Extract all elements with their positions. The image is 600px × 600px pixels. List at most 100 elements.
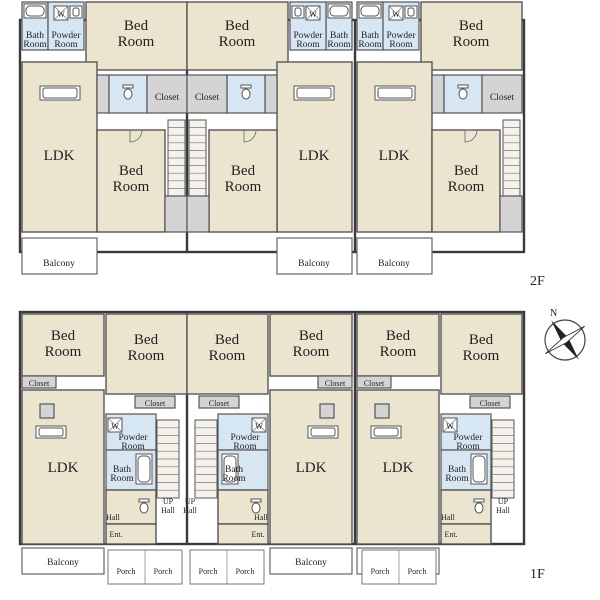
closet-lower bbox=[164, 195, 188, 233]
porch-label: Porch bbox=[236, 567, 255, 576]
kitchen-sink-icon bbox=[39, 85, 81, 101]
closet-right bbox=[134, 395, 176, 409]
washer-label: W bbox=[255, 422, 263, 431]
ldk bbox=[356, 389, 440, 545]
ldk-label: LDK bbox=[383, 460, 414, 476]
toilet-tank bbox=[250, 498, 262, 503]
storage-icon bbox=[39, 403, 55, 419]
balcony-label: Balcony bbox=[295, 558, 327, 568]
toilet-room bbox=[226, 74, 266, 114]
closet-hall bbox=[186, 74, 228, 114]
closet-label: Closet bbox=[155, 93, 180, 103]
bath-room-label-line1: Bath bbox=[361, 31, 379, 41]
balcony bbox=[269, 547, 353, 575]
bedroom-right bbox=[186, 313, 269, 395]
bedroom-upper-label-line1: Bed bbox=[459, 18, 484, 34]
entrance bbox=[440, 523, 492, 545]
bathtub-basin bbox=[223, 455, 237, 483]
ldk-label: LDK bbox=[299, 148, 330, 164]
compass-north-label: N bbox=[550, 308, 557, 319]
sink-basin bbox=[407, 7, 415, 17]
storage-icon bbox=[374, 403, 390, 419]
bedroom-upper-label-line1: Bed bbox=[124, 18, 149, 34]
bathtub-icon bbox=[470, 453, 488, 485]
door-swing bbox=[129, 129, 143, 143]
stairs-down bbox=[188, 119, 207, 197]
washer-icon bbox=[107, 417, 123, 433]
unit-1f: BedRoomClosetBedRoomClosetLDKWPowderRoom… bbox=[356, 313, 523, 575]
ldk bbox=[21, 389, 105, 545]
unit-1f: BedRoomClosetBedRoomClosetLDKWPowderRoom… bbox=[21, 313, 188, 575]
up-hall-label-line2: Hall bbox=[183, 506, 198, 515]
entrance-label: Ent. bbox=[251, 530, 264, 539]
bathtub-icon bbox=[358, 3, 382, 19]
balcony bbox=[21, 547, 105, 575]
bedroom-left bbox=[356, 313, 440, 377]
balcony-label: Balcony bbox=[43, 259, 75, 269]
bedroom-lower-label-line2: Room bbox=[113, 179, 150, 195]
washer-mark bbox=[442, 417, 458, 433]
up-hall-label-line1: UP bbox=[163, 497, 174, 506]
ldk-label: LDK bbox=[296, 460, 327, 476]
bedroom-right-label-line1: Bed bbox=[469, 332, 494, 348]
storage-closet bbox=[264, 74, 278, 114]
bedroom-right bbox=[105, 313, 188, 395]
closet-label: Closet bbox=[195, 93, 220, 103]
washer-label: W bbox=[57, 10, 65, 19]
bath-room-label-line1: Bath bbox=[26, 31, 44, 41]
bath-room-label-line2: Room bbox=[445, 474, 469, 484]
balcony bbox=[276, 237, 353, 275]
bath-room-label-line1: Bath bbox=[113, 465, 131, 475]
hall-label: Hall bbox=[106, 513, 121, 522]
closet-left-label: Closet bbox=[364, 379, 385, 388]
bath-room-label-line2: Room bbox=[327, 40, 351, 50]
sink-basin bbox=[310, 427, 336, 437]
bedroom-right-label-line2: Room bbox=[128, 348, 165, 364]
up-hall-label-line2: Hall bbox=[161, 506, 176, 515]
bedroom-upper-label-line2: Room bbox=[219, 34, 256, 50]
washer-label: W bbox=[309, 10, 317, 19]
balcony-label: Balcony bbox=[298, 259, 330, 269]
toilet-tank bbox=[240, 84, 252, 89]
bath-room-label-line2: Room bbox=[110, 474, 134, 484]
bathtub-basin bbox=[360, 5, 380, 17]
bedroom-lower-label-line2: Room bbox=[448, 179, 485, 195]
floor-label-1f: 1F bbox=[530, 567, 545, 582]
bedroom-lower-label-line2: Room bbox=[225, 179, 262, 195]
closet-hall bbox=[481, 74, 523, 114]
bathtub-basin bbox=[472, 455, 486, 483]
bathtub-icon bbox=[135, 453, 153, 485]
kitchen-sink-icon bbox=[370, 425, 402, 439]
powder-room-label-line1: Powder bbox=[230, 433, 260, 443]
bedroom-upper bbox=[85, 1, 188, 71]
bedroom-left-label-line2: Room bbox=[293, 344, 330, 360]
second-floor-plan: BathRoomWPowderRoomBedRoomLDKClosetDNHal… bbox=[18, 1, 526, 275]
washer-mark bbox=[251, 417, 267, 433]
stairs-down bbox=[502, 119, 521, 197]
balcony bbox=[356, 237, 433, 275]
closet-left bbox=[317, 375, 353, 389]
bedroom-left-label-line2: Room bbox=[380, 344, 417, 360]
storage-closet bbox=[96, 74, 110, 114]
bath-room-label-line1: Bath bbox=[330, 31, 348, 41]
washer-label: W bbox=[446, 422, 454, 431]
toilet-tank bbox=[122, 84, 134, 89]
unit-1f: BedRoomClosetBedRoomClosetLDKWPowderRoom… bbox=[183, 313, 353, 575]
toilet-icon bbox=[250, 498, 262, 514]
porch-label: Porch bbox=[371, 567, 390, 576]
bath-room-label-line1: Bath bbox=[225, 465, 243, 475]
bedroom-lower bbox=[208, 129, 278, 233]
bedroom-lower-label-line1: Bed bbox=[231, 163, 256, 179]
toilet-icon bbox=[457, 84, 469, 100]
bath-room-label-line1: Bath bbox=[448, 465, 466, 475]
ldk-label: LDK bbox=[379, 148, 410, 164]
sink-basin bbox=[38, 427, 64, 437]
closet-right-label: Closet bbox=[145, 399, 166, 408]
toilet-tank bbox=[457, 84, 469, 89]
sink-basin bbox=[373, 427, 399, 437]
toilet-bowl bbox=[251, 502, 261, 514]
bedroom-right-label-line2: Room bbox=[209, 348, 246, 364]
